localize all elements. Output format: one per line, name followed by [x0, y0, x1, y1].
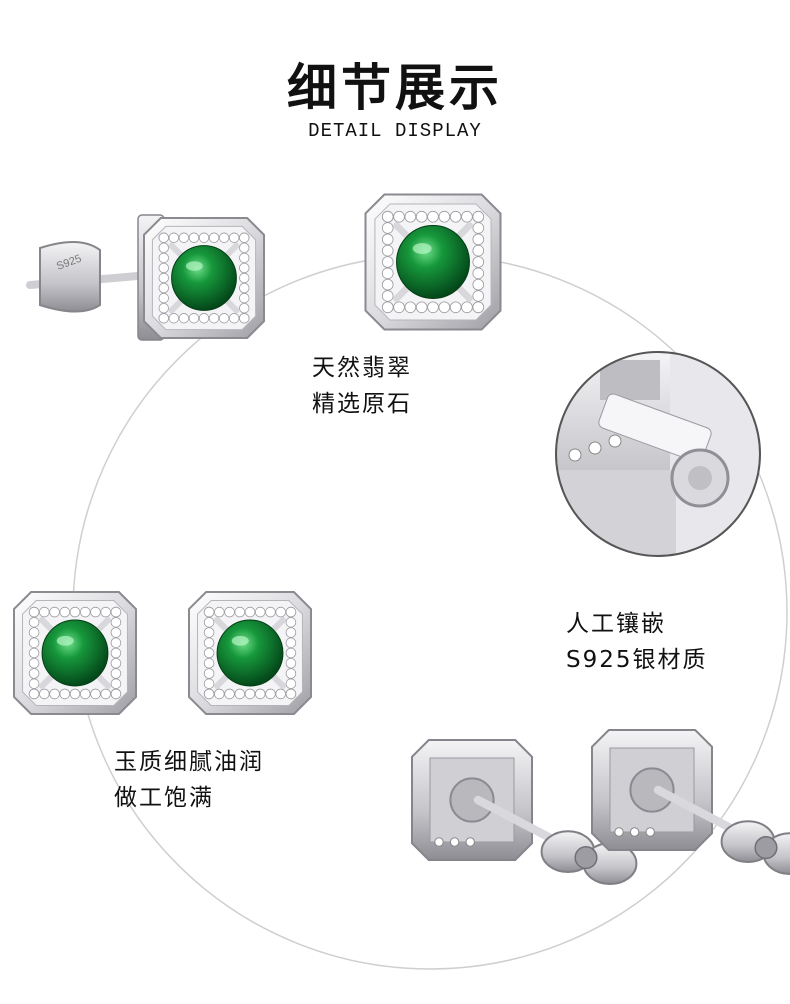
- caption-gem: 天然翡翠 精选原石: [312, 350, 412, 422]
- caption-setting-line1: 人工镶嵌: [566, 611, 666, 637]
- caption-gem-line1: 天然翡翠: [312, 355, 412, 381]
- caption-setting-line2: S925银材质: [566, 647, 708, 673]
- zoom-detail: [555, 351, 761, 557]
- caption-quality-line1: 玉质细腻油润: [114, 749, 264, 775]
- caption-quality-line2: 做工饱满: [114, 785, 214, 811]
- page-title: 细节展示: [287, 58, 503, 117]
- earring-front-top: [364, 193, 502, 331]
- caption-quality: 玉质细腻油润 做工饱满: [114, 744, 264, 816]
- page-subtitle: DETAIL DISPLAY: [308, 120, 482, 142]
- earring-front-right: [188, 591, 312, 715]
- caption-gem-line2: 精选原石: [312, 391, 412, 417]
- earring-front-side-angle: [143, 217, 265, 339]
- caption-setting: 人工镶嵌 S925银材质: [566, 606, 708, 678]
- earring-front-left: [13, 591, 137, 715]
- earring-back-left: [411, 739, 638, 885]
- earring-back-right: [591, 729, 790, 875]
